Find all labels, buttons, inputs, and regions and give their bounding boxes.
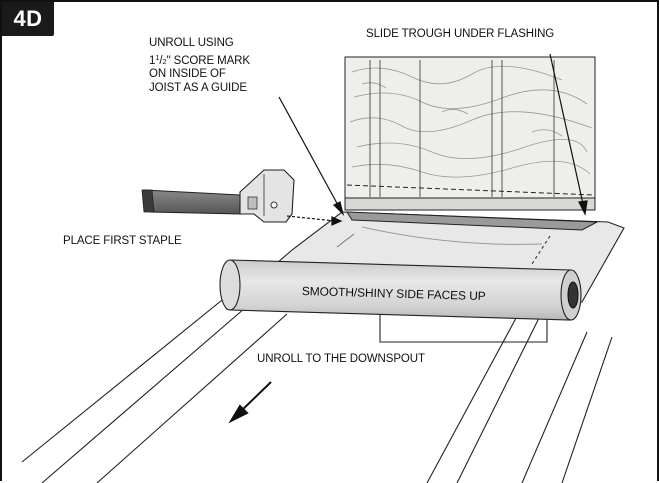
callout-slide-trough: SLIDE TROUGH UNDER FLASHING xyxy=(366,28,555,40)
callout-unroll-guide: UNROLL USING 11/2" SCORE MARK ON INSIDE … xyxy=(149,37,250,94)
step-badge: 4D xyxy=(2,2,54,36)
membrane-roll xyxy=(219,259,582,321)
leaders xyxy=(278,53,588,226)
wall-panel xyxy=(344,56,596,211)
arrow-icon xyxy=(228,381,272,424)
joists xyxy=(21,291,613,483)
callout-place-staple: PLACE FIRST STAPLE xyxy=(63,235,182,247)
callout-unroll-downspout: UNROLL TO THE DOWNSPOUT xyxy=(255,353,427,367)
stapler-icon xyxy=(141,169,295,223)
